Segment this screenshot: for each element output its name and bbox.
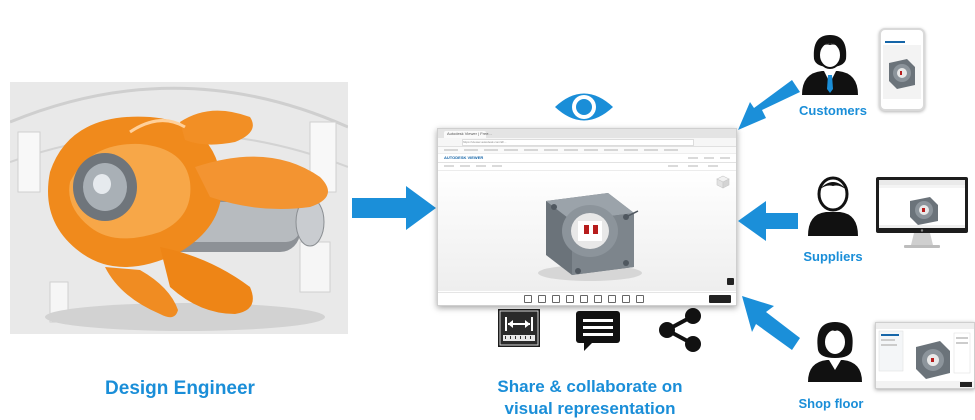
markup-button[interactable] [709, 295, 731, 303]
viewer-app-bar: AUTODESK VIEWER [438, 154, 736, 163]
eye-icon [555, 93, 613, 121]
section-tool-icon[interactable] [594, 295, 602, 303]
orbit-tool-icon[interactable] [524, 295, 532, 303]
fit-tool-icon[interactable] [566, 295, 574, 303]
chat-toggle-button[interactable] [727, 278, 734, 285]
share-icon [659, 308, 701, 352]
mechanical-part-model [538, 193, 642, 281]
phone-screen [883, 39, 921, 99]
pan-tool-icon[interactable] [538, 295, 546, 303]
user-female-icon [802, 35, 858, 95]
user-female-icon [808, 322, 862, 382]
browser-tab-bar: Autodesk Viewer | Free... [438, 129, 736, 138]
design-render-image [10, 82, 348, 334]
explode-tool-icon[interactable] [608, 295, 616, 303]
role-label-customers: Customers [799, 103, 867, 118]
settings-tool-icon[interactable] [636, 295, 644, 303]
user-male-icon [808, 176, 858, 236]
arrow-left-icon [738, 201, 798, 241]
arrow-down-left-icon [738, 80, 800, 130]
measure-icon [498, 309, 540, 347]
share-caption-line-1: Share & collaborate on [497, 377, 683, 396]
arrow-up-left-icon [742, 296, 800, 350]
viewer-sub-bar [438, 163, 736, 171]
browser-tab[interactable]: Autodesk Viewer | Free... [444, 131, 492, 138]
viewer-toolbar [438, 292, 736, 305]
tablet-device [875, 322, 975, 389]
viewer-brand: AUTODESK VIEWER [444, 155, 484, 160]
browser-address-bar: https://viewer.autodesk.com/id/... [438, 138, 736, 147]
share-caption-line-2: visual representation [504, 399, 676, 418]
role-label-shop-floor: Shop floor [798, 396, 864, 411]
role-label-suppliers: Suppliers [803, 249, 863, 264]
measure-tool-icon[interactable] [580, 295, 588, 303]
browser-tab-title: Autodesk Viewer | Free... [447, 131, 492, 136]
bookmarks-bar [438, 147, 736, 154]
comment-icon [576, 311, 620, 351]
share-collaborate-caption: Share & collaborate on visual representa… [445, 376, 735, 420]
model-viewport[interactable] [438, 171, 736, 291]
properties-tool-icon[interactable] [622, 295, 630, 303]
monitor-device [876, 177, 968, 249]
design-engineer-caption: Design Engineer [105, 378, 255, 399]
viewer-browser-window: Autodesk Viewer | Free... https://viewer… [437, 128, 737, 306]
url-field[interactable]: https://viewer.autodesk.com/id/... [462, 139, 694, 146]
zoom-tool-icon[interactable] [552, 295, 560, 303]
view-cube-icon[interactable] [716, 175, 730, 189]
phone-device [879, 28, 925, 111]
arrow-right-icon [352, 186, 436, 230]
